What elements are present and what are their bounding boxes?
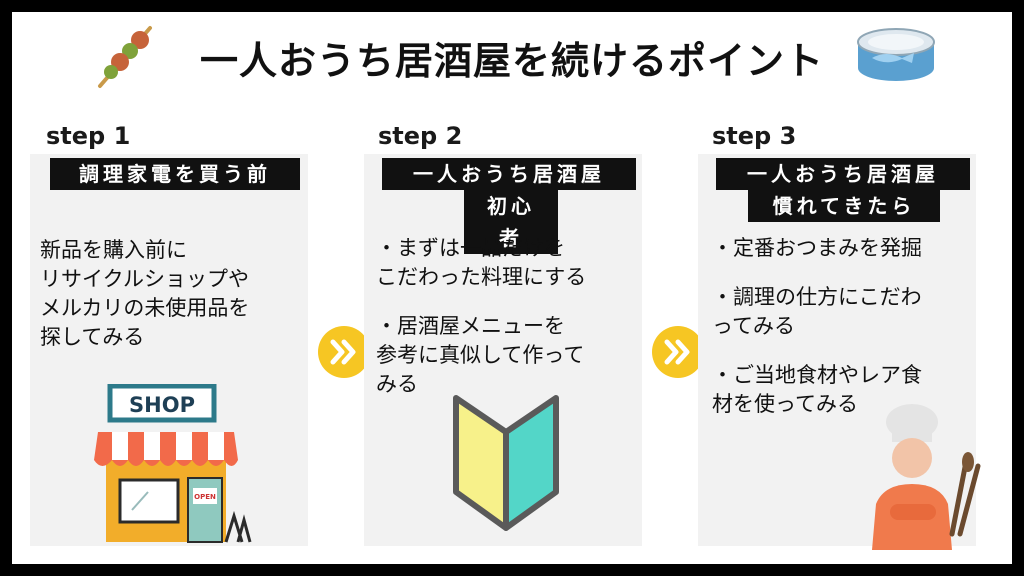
step-2-label: step 2 bbox=[378, 122, 463, 150]
step-2-text: ・まずは一品だけを こだわった料理にする ・居酒屋メニューを 参考に真似して作っ… bbox=[376, 234, 646, 399]
title-row: 一人おうち居酒屋を続けるポイント bbox=[12, 30, 1012, 85]
step-3-line-4: ってみる bbox=[712, 314, 795, 338]
step-1-line-1: 新品を購入前に bbox=[40, 238, 187, 262]
step-2-line-5: 参考に真似して作って bbox=[376, 343, 585, 367]
step-2-spacer bbox=[376, 292, 646, 312]
step-1-text: 新品を購入前に リサイクルショップや メルカリの未使用品を 探してみる bbox=[40, 236, 302, 352]
step-3-line-6: ・ご当地食材やレア食 bbox=[712, 363, 922, 387]
step-1-tag: 調理家電を買う前 bbox=[50, 158, 300, 190]
step-3-spacer-2 bbox=[712, 341, 990, 361]
step-2-line-4: ・居酒屋メニューを bbox=[376, 314, 565, 338]
yakitori-icon bbox=[98, 26, 152, 88]
step-2-tag-line-2: 初心者 bbox=[464, 190, 558, 254]
step-1-line-4: 探してみる bbox=[40, 325, 145, 349]
double-chevron-icon bbox=[318, 326, 370, 378]
slide: 一人おうち居酒屋を続けるポイント step 1 調理家電を買う前 新品を購入前に… bbox=[12, 12, 1012, 564]
step-2-line-6: みる bbox=[376, 372, 418, 396]
step-3-line-7: 材を使ってみる bbox=[712, 392, 858, 416]
step-2-tag-line-1: 一人おうち居酒屋 bbox=[382, 158, 636, 190]
beginner-mark-icon bbox=[453, 395, 559, 531]
step-2-line-1: ・まずは一品だけを bbox=[376, 236, 565, 260]
shop-icon: SHOP OPEN bbox=[94, 384, 252, 543]
step-3-tag-line-1: 一人おうち居酒屋 bbox=[716, 158, 970, 190]
step-3-line-3: ・調理の仕方にこだわ bbox=[712, 285, 922, 309]
step-3-tag-line-2: 慣れてきたら bbox=[748, 190, 940, 222]
open-sign-text: OPEN bbox=[194, 493, 216, 501]
step-2-line-2: こだわった料理にする bbox=[376, 265, 587, 289]
step-1-line-2: リサイクルショップや bbox=[40, 267, 249, 291]
chef-icon bbox=[872, 404, 981, 550]
step-1-line-3: メルカリの未使用品を bbox=[40, 296, 250, 320]
step-3-spacer-1 bbox=[712, 263, 990, 283]
step-1-tag-line-1: 調理家電を買う前 bbox=[79, 162, 271, 186]
page-title: 一人おうち居酒屋を続けるポイント bbox=[199, 39, 824, 83]
step-1-label: step 1 bbox=[46, 122, 131, 150]
step-3-line-1: ・定番おつまみを発掘 bbox=[712, 236, 922, 260]
double-chevron-icon bbox=[652, 326, 704, 378]
canned-fish-icon bbox=[857, 28, 935, 81]
shop-sign-text: SHOP bbox=[129, 393, 195, 417]
step-3-label: step 3 bbox=[712, 122, 797, 150]
step-3-text: ・定番おつまみを発掘 ・調理の仕方にこだわ ってみる ・ご当地食材やレア食 材を… bbox=[712, 234, 990, 419]
